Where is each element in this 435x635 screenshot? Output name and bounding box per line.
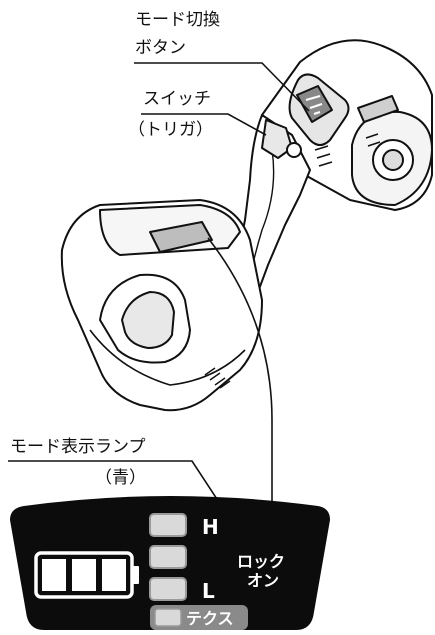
tex-label: テクス (186, 609, 234, 628)
tool-vent-slots (314, 133, 381, 167)
leader-trigger (141, 113, 267, 136)
control-panel: H L ロック オン テクス (10, 496, 330, 630)
battery-icon-segment (72, 559, 96, 591)
battery-icon-segment (42, 559, 66, 591)
mode-lamp-h (149, 513, 187, 537)
mode-h-label: H (202, 515, 219, 539)
battery-icon-segment (102, 559, 126, 591)
mode-lamp-l (149, 577, 187, 601)
mode-switch-button-label-line1: モード切換 (135, 10, 220, 30)
mode-switch-button-label-line2: ボタン (135, 38, 186, 58)
battery-icon-terminal (132, 566, 139, 584)
mode-lamp-label-line1: モード表示ランプ (10, 437, 146, 457)
tool-logo-plate (357, 95, 399, 123)
impact-driver-illustration (60, 39, 433, 412)
battery-indicator-plate (149, 221, 213, 253)
mode-l-label: L (202, 579, 215, 603)
trigger-switch-knob (286, 142, 302, 158)
trigger-switch-label-line2: （トリガ） (128, 120, 213, 140)
mode-lamp-label-line2: （青） (95, 468, 146, 488)
mode-lamp-mid (149, 545, 187, 569)
battery-ribbing (204, 367, 231, 389)
leader-lock-lamp (207, 237, 273, 522)
tex-mode-lamp (154, 608, 182, 627)
trigger-switch-shape (261, 119, 293, 159)
battery-release-clip-inner (121, 291, 175, 349)
leader-mode-switch (134, 62, 310, 112)
lock-on-label-line2: オン (247, 571, 279, 590)
battery-pack-lower-edge (89, 329, 246, 386)
tool-head-chuck-inner (382, 149, 404, 171)
trigger-switch-label-line1: スイッチ (143, 89, 211, 109)
mode-switch-button-glyph (305, 95, 323, 115)
mode-switch-button-shape (296, 85, 333, 123)
battery-level-icon (34, 551, 139, 599)
lock-on-label-line1: ロック (237, 552, 285, 571)
